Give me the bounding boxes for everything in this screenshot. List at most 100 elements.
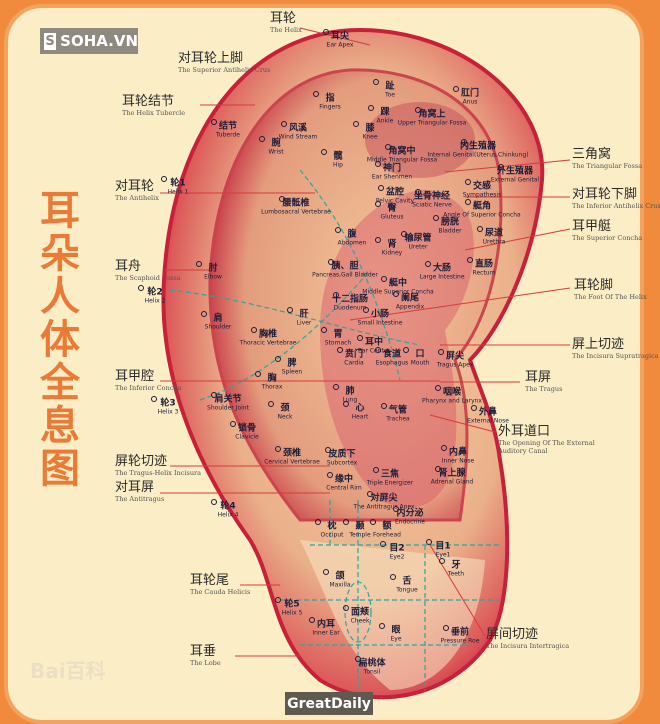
acupoint-cn: 颈椎 [282, 448, 302, 459]
acupoint-marker [251, 327, 257, 333]
acupoint-cn: 结节 [218, 121, 238, 132]
acupoint-cn: 屏尖 [445, 351, 464, 362]
acupoint-cn: 肘 [208, 263, 218, 274]
acupoint-cn: 膝 [365, 123, 375, 134]
point-markers [138, 29, 504, 662]
acupoint-marker [323, 569, 329, 575]
acupoint-cn: 胸椎 [258, 329, 278, 340]
acupoint-en: Eye2 [389, 553, 405, 561]
region-label-en: The Inferior Concha [115, 384, 182, 392]
region-label-en: The Superior Antihelix Crus [178, 66, 271, 74]
acupoint-marker [161, 176, 167, 182]
acupoint-cn: 内耳 [316, 619, 335, 630]
region-label-cn: 耳轮尾 [190, 573, 230, 588]
acupoint-en: Appendix [395, 303, 425, 311]
region-label-en: The Cauda Helicis [190, 588, 251, 596]
acupoint-cn: 颞 [355, 521, 365, 532]
acupoint-marker [380, 541, 386, 547]
title-char: 体 [40, 317, 80, 363]
acupoint-cn: 眼 [391, 625, 401, 636]
acupoint-en: Inner Nose [441, 457, 475, 465]
acupoint-en: External Genital [490, 176, 540, 184]
acupoint-marker [211, 392, 217, 398]
acupoint-cn: 神门 [382, 163, 402, 174]
acupoint-cn: 胃 [333, 329, 343, 340]
acupoint-marker [211, 119, 217, 125]
region-label-en: The Antihelix [115, 194, 159, 202]
acupoint-marker [323, 29, 329, 35]
acupoint-cn: 阑尾 [400, 293, 419, 304]
acupoint-cn: 尿道 [484, 228, 503, 239]
acupoint-marker [196, 261, 202, 267]
acupoint-marker [255, 371, 261, 377]
acupoint-cn: 轮1 [170, 178, 186, 189]
acupoint-marker [328, 259, 334, 265]
soha-text: SOHA.VN [60, 32, 138, 50]
acupoint-marker [313, 91, 319, 97]
acupoint-en: Liver [296, 319, 312, 327]
title-char: 人 [40, 274, 80, 320]
acupoint-marker [378, 185, 384, 191]
region-label-cn: 耳轮 [270, 11, 297, 26]
region-label-cn: 耳轮脚 [574, 278, 614, 293]
acupoint-marker [471, 405, 477, 411]
acupoint-en: Bladder [438, 227, 462, 235]
acupoint-cn: 盆腔 [385, 187, 404, 198]
acupoint-en: Trachea [386, 415, 410, 423]
acupoint-cn: 肺 [345, 386, 355, 397]
acupoint-cn: 腰骶椎 [282, 198, 310, 209]
acupoint-en: Stomach [324, 339, 352, 347]
acupoint-cn: 外鼻 [478, 407, 497, 418]
region-label-cn: 耳甲艇 [572, 219, 612, 234]
acupoint-marker [438, 349, 444, 355]
acupoint-en: Ureter [408, 243, 428, 251]
acupoint-en: Abdomen [337, 239, 367, 247]
acupoint-en: Adrenal Gland [430, 478, 474, 486]
acupoint-cn: 角窝中 [388, 146, 416, 157]
acupoint-en: Tongue [396, 586, 418, 594]
acupoint-cn: 缘中 [334, 474, 353, 485]
region-label-en: The Lobe [190, 659, 221, 667]
acupoint-marker [259, 136, 265, 142]
region-label-cn: 对耳屏 [115, 480, 155, 495]
acupoint-cn: 轮3 [160, 398, 176, 409]
region-label-cn: 耳垂 [190, 644, 217, 659]
acupoint-cn: 肾 [387, 239, 397, 250]
acupoint-marker [327, 472, 333, 478]
acupoint-cn: 轮4 [220, 501, 236, 512]
acupoint-cn: 腕 [271, 138, 281, 149]
acupoint-en: Internal Genital(Uterus,Chinkung) [427, 151, 529, 159]
guide-lines [169, 169, 500, 690]
acupoint-cn: 三焦 [380, 469, 400, 480]
lobe-highlight [300, 540, 485, 690]
acupoint-marker [279, 196, 285, 202]
region-label-en: The Inferior Antihelix Crus [572, 202, 660, 210]
acupoint-marker [353, 121, 359, 127]
region-label-cn: 对耳轮下脚 [572, 187, 638, 202]
acupoint-cn: 口 [415, 349, 425, 360]
region-label-cn: 耳甲腔 [115, 369, 155, 384]
leader-line [349, 287, 571, 321]
